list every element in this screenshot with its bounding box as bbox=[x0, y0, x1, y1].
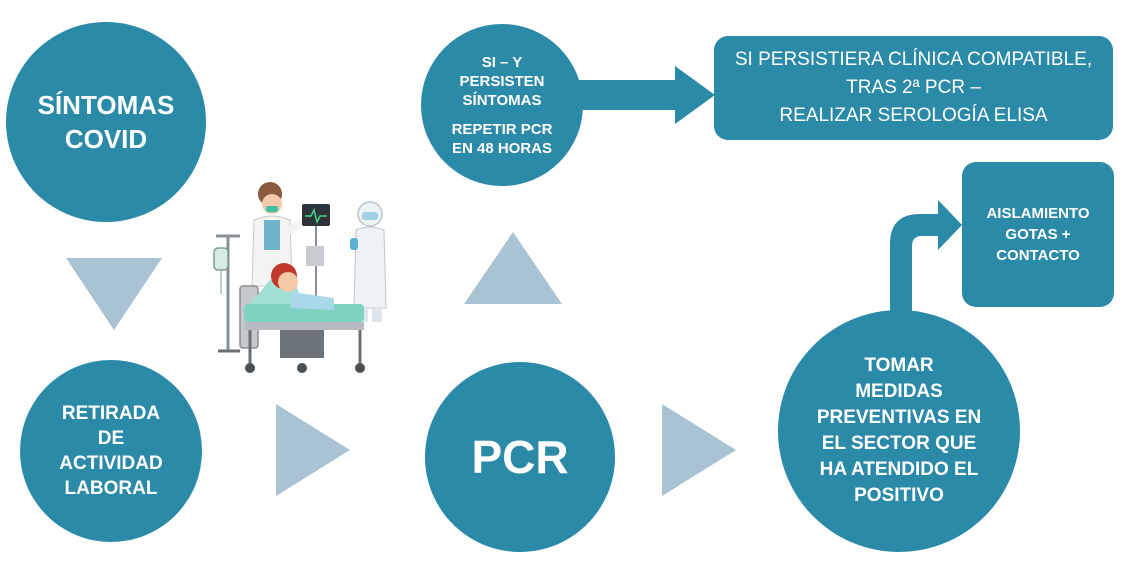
node-retirada-line1: RETIRADA bbox=[61, 403, 161, 424]
node-retirada-actividad: RETIRADA DE ACTIVIDAD LABORAL bbox=[20, 360, 202, 542]
arrow-right-block bbox=[575, 66, 715, 124]
node-persisten-line2: PERSISTEN bbox=[459, 72, 545, 90]
doctor-icon bbox=[251, 182, 310, 287]
arrow-right-triangle-1 bbox=[276, 404, 350, 496]
node-serologia-elisa: SI PERSISTIERA CLÍNICA COMPATIBLE, TRAS … bbox=[714, 36, 1113, 140]
heart-monitor-icon bbox=[302, 204, 330, 296]
node-persisten-sintomas: SI – Y PERSISTEN SÍNTOMAS REPETIR PCR EN… bbox=[421, 24, 583, 186]
node-pcr: PCR bbox=[425, 362, 615, 552]
patient-icon bbox=[271, 263, 334, 310]
arrow-up-triangle bbox=[464, 232, 562, 304]
node-medidas-line5: HA ATENDIDO EL bbox=[819, 459, 979, 480]
node-retirada-line2: DE bbox=[97, 428, 125, 449]
node-aislamiento-line2: GOTAS + bbox=[1005, 226, 1071, 243]
node-sintomas-line1: SÍNTOMAS bbox=[37, 90, 175, 120]
node-sintomas-line2: COVID bbox=[64, 124, 148, 154]
node-retirada-line3: ACTIVIDAD bbox=[59, 453, 163, 474]
node-pcr-label: PCR bbox=[471, 431, 569, 483]
arrow-down-triangle bbox=[66, 258, 162, 330]
node-persisten-line3: SÍNTOMAS bbox=[462, 91, 542, 109]
node-aislamiento: AISLAMIENTO GOTAS + CONTACTO bbox=[962, 162, 1114, 307]
node-serologia-line3: REALIZAR SEROLOGÍA ELISA bbox=[779, 105, 1048, 126]
node-persisten-line1: SI – Y bbox=[481, 53, 523, 71]
node-retirada-line4: LABORAL bbox=[64, 478, 158, 499]
node-medidas-line6: POSITIVO bbox=[854, 485, 944, 506]
iv-pole-icon bbox=[213, 234, 240, 353]
arrow-right-triangle-2 bbox=[662, 404, 736, 496]
node-medidas-line4: EL SECTOR QUE bbox=[821, 433, 977, 454]
node-persisten-line4: REPETIR PCR bbox=[451, 120, 553, 138]
node-medidas-line2: MEDIDAS bbox=[855, 381, 943, 402]
node-serologia-line2: TRAS 2ª PCR – bbox=[846, 77, 981, 98]
node-persisten-line5: EN 48 HORAS bbox=[451, 139, 553, 157]
node-medidas-preventivas: TOMAR MEDIDAS PREVENTIVAS EN EL SECTOR Q… bbox=[778, 310, 1020, 552]
node-medidas-line3: PREVENTIVAS EN bbox=[816, 407, 982, 428]
node-serologia-line1: SI PERSISTIERA CLÍNICA COMPATIBLE, bbox=[734, 49, 1093, 70]
node-aislamiento-line3: CONTACTO bbox=[996, 247, 1080, 264]
hospital-patient-bed-illustration bbox=[213, 182, 387, 373]
node-aislamiento-line1: AISLAMIENTO bbox=[986, 205, 1090, 222]
arrow-bent-up-right bbox=[890, 200, 962, 322]
node-sintomas-covid: SÍNTOMAS COVID bbox=[6, 22, 206, 222]
node-medidas-line1: TOMAR bbox=[864, 355, 934, 376]
